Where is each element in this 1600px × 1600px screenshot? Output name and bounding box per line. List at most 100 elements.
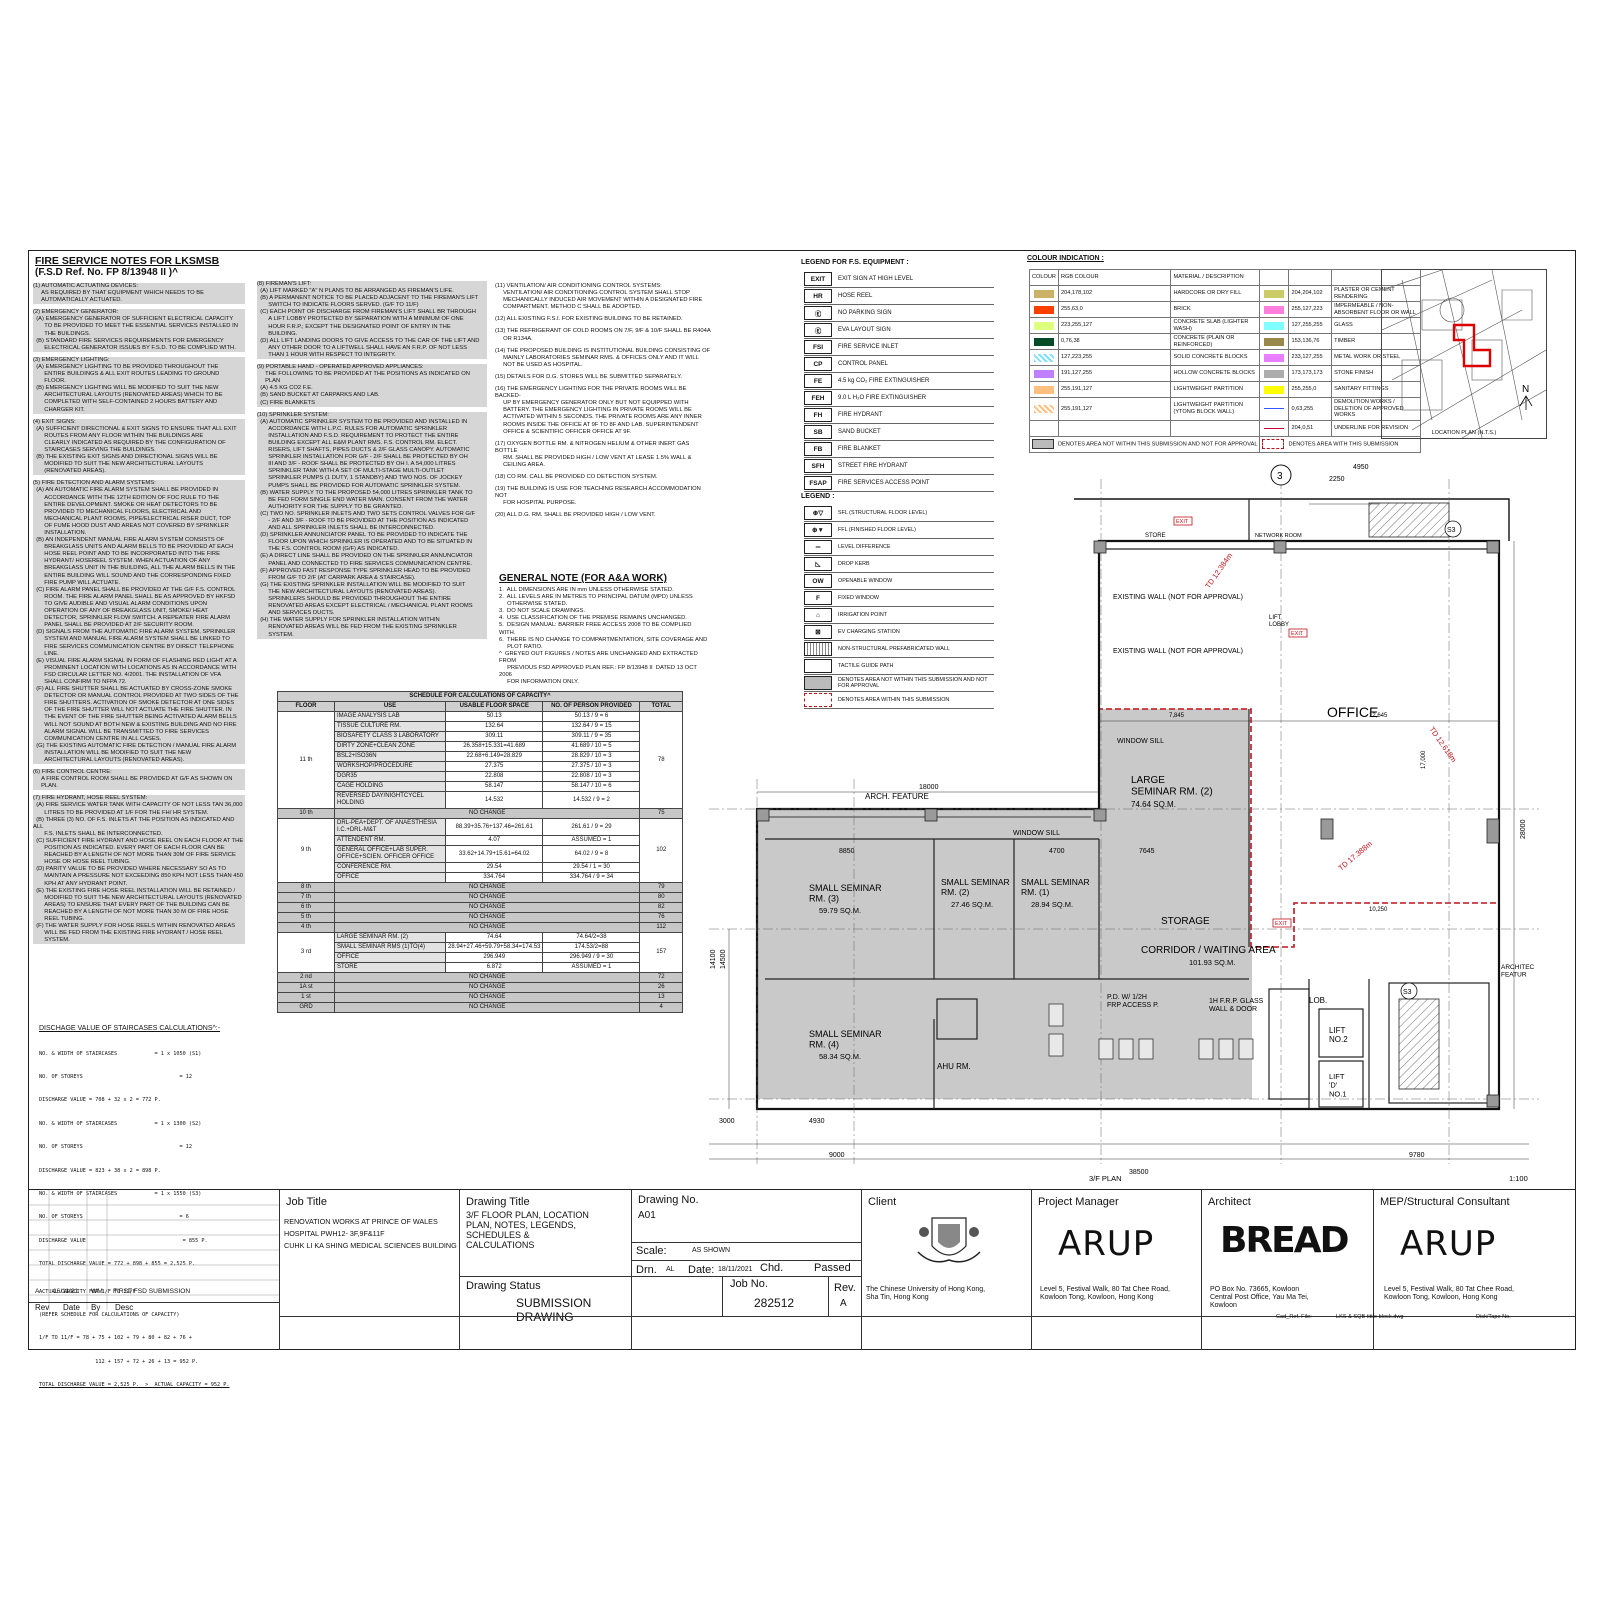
fire-notes-col3: (11) VENTILATION/ AIR CONDITIONING CONTR… [495, 283, 711, 525]
colour-swatch [1029, 301, 1059, 318]
use-cell: GENERAL OFFICE+LAB SUPER. OFFICE+SCIEN. … [334, 845, 446, 863]
persons-cell: 296.949 / 9 = 30 [542, 952, 641, 963]
persons-cell: 29.54 / 1 = 30 [542, 862, 641, 873]
mep-cell: MEP/Structural Consultant ARUP Level 5, … [1373, 1190, 1576, 1350]
persons-cell: 174.53/2=88 [542, 942, 641, 953]
fs-legend-label: EVA LAYOUT SIGN [838, 327, 891, 333]
room-small-seminar-2-area: 27.46 SQ.M. [951, 900, 993, 909]
persons-cell: 41.689 / 10 = 5 [542, 741, 641, 752]
room-lift-d: LIFT'D'NO.1 [1329, 1072, 1347, 1098]
capacity-table-title: SCHEDULE FOR CALCULATIONS OF CAPACITY^ [277, 691, 683, 702]
note-20: (20) ALL D.G. RM. SHALL BE PROVIDED HIGH… [495, 512, 656, 519]
pm-address: Level 5, Festival Walk, 80 Tat Chee Road… [1040, 1286, 1170, 1301]
room-network: NETWORK ROOM [1255, 533, 1302, 539]
scale-value: AS SHOWN [692, 1247, 731, 1254]
discharge-line: NO. & WIDTH OF STAIRCASES = 1 x 1550 (S3… [39, 1190, 202, 1197]
no-change-cell: NO CHANGE [333, 972, 641, 983]
persons-cell: 28.829 / 10 = 3 [542, 751, 641, 762]
floor-cell: 7 th [277, 892, 335, 903]
room-small-seminar-4-area: 58.34 SQ.M. [819, 1052, 861, 1061]
dim-label: 4950 [1353, 464, 1369, 471]
rgb-value: 127,255,255 [1288, 317, 1333, 334]
room-small-seminar-1-area: 28.94 SQ.M. [1031, 900, 1073, 909]
drawing-title-cell: Drawing Title 3/F FLOOR PLAN, LOCATION P… [459, 1190, 632, 1350]
dim-label: 38500 [1129, 1169, 1149, 1176]
legend-label: DENOTES AREA NOT WITHIN THIS SUBMISSION … [838, 677, 988, 689]
rgb-value: 223,255,127 [1057, 317, 1172, 334]
drawing-no-cell: Drawing No. A01 Scale: AS SHOWN Drn. AL … [631, 1190, 862, 1350]
drawing-sheet: FIRE SERVICE NOTES FOR LKSMSB (F.S.D Ref… [28, 250, 1576, 1388]
colour-swatch [1029, 317, 1059, 334]
rev-header-date: Date [63, 1303, 80, 1312]
legend-label: LEVEL DIFFERENCE [838, 544, 891, 550]
legend-label: FIXED WINDOW [838, 595, 880, 601]
use-cell: DRL-PEA+DEPT. OF ANAESTHESIA I.C.+DRL-M&… [334, 818, 446, 836]
floor-cell: 6 th [277, 902, 335, 913]
rev-letter: A [35, 1288, 40, 1295]
material-desc: SANITARY FITTINGS [1331, 381, 1422, 398]
col-header: USABLE FLOOR SPACE [444, 701, 544, 712]
mep-label: MEP/Structural Consultant [1380, 1196, 1510, 1208]
no-change-cell: NO CHANGE [333, 808, 641, 819]
no-change-cell: NO CHANGE [333, 902, 641, 913]
material-desc: BRICK [1170, 301, 1261, 318]
room-office: OFFICE [1327, 704, 1378, 720]
floor-cell: 8 th [277, 882, 335, 893]
legend-symbol-icon: F [804, 591, 832, 605]
area-cell: 50.13 [444, 711, 544, 722]
title-block: A 16/11/21 WM FIRST FSD SUBMISSION Rev D… [29, 1189, 1575, 1350]
colour-swatch [1259, 349, 1290, 366]
note-9: (9) PORTABLE HAND - OPERATED APPROVED AP… [257, 364, 487, 407]
use-cell: REVERSED DAY/NIGHTCYCEL HOLDING [334, 791, 446, 809]
legend-label: OPENABLE WINDOW [838, 578, 893, 584]
colour-swatch [1259, 333, 1290, 350]
fire-notes-ref: (F.S.D Ref. No. FP 8/13948 II )^ [35, 267, 178, 278]
rev-date: 16/11/21 [53, 1288, 79, 1295]
mep-address: Level 5, Festival Walk, 80 Tat Chee Road… [1384, 1286, 1514, 1301]
discharge-line: NO. OF STOREYS = 6 [39, 1214, 189, 1221]
location-plan-caption: LOCATION PLAN (N.T.S.) [1431, 430, 1497, 436]
area-cell: 74.64 [444, 932, 544, 943]
staircase [1398, 998, 1440, 1090]
window-sill-label: WINDOW SILL [1117, 738, 1164, 745]
material-desc: SOLID CONCRETE BLOCKS [1170, 349, 1261, 366]
colour-indication-title: COLOUR INDICATION : [1027, 255, 1104, 262]
cuhk-crest-icon [917, 1217, 981, 1263]
general-note-title: GENERAL NOTE (FOR A&A WORK) [499, 573, 667, 584]
pm-logo: ARUP [1058, 1224, 1155, 1264]
no-change-cell: NO CHANGE [333, 892, 641, 903]
drawing-no-label: Drawing No. [638, 1194, 699, 1206]
use-cell: OFFICE [334, 872, 446, 883]
dim-label: 12,645 [1369, 713, 1388, 719]
material-desc: LIGHTWEIGHT PARTITION [1170, 381, 1261, 398]
rgb-value: 255,63,0 [1057, 301, 1172, 318]
rev-header-by: By [91, 1303, 101, 1312]
rgb-value: 204,178,102 [1057, 285, 1172, 302]
persons-cell: 132.64 / 9 = 15 [542, 721, 641, 732]
use-cell: STORE [334, 962, 446, 973]
use-cell: IMAGE ANALYSIS LAB [334, 711, 446, 722]
floor-cell: 11 th [277, 711, 335, 809]
disk-tape-label: Disk/Tape No. [1476, 1314, 1511, 1320]
material-desc: LIGHTWEIGHT PARTITION (YTONG BLOCK WALL) [1170, 397, 1261, 421]
legend-label: DROP KERB [838, 561, 870, 567]
fs-symbol-icon: SB [804, 425, 832, 439]
general-note-1: 1. ALL DIMENSIONS ARE IN mm UNLESS OTHER… [499, 587, 674, 593]
